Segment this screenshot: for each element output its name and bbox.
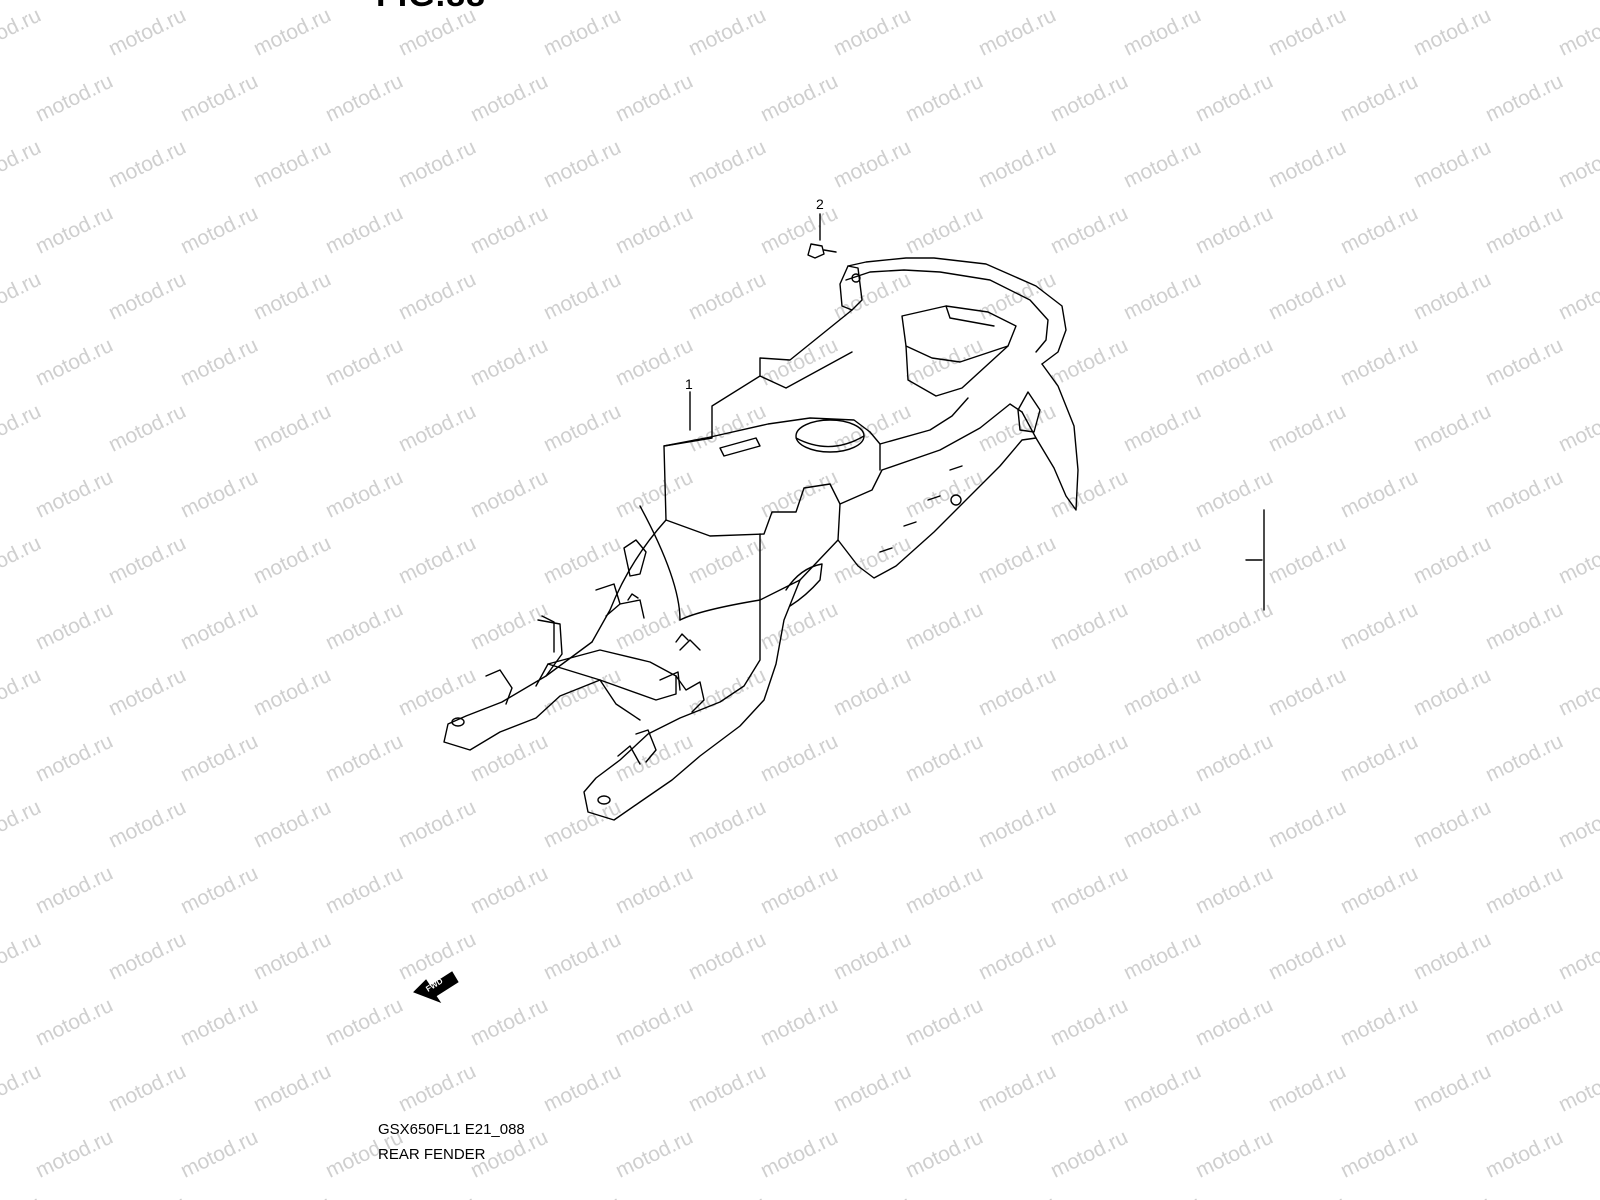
bolt-part	[807, 243, 837, 259]
model-code: GSX650FL1 E21_088	[378, 1121, 525, 1138]
callout-2: 2	[816, 196, 824, 212]
section-title: REAR FENDER	[378, 1146, 486, 1163]
rear-fender-part	[443, 257, 1079, 821]
fwd-arrow-icon: FWD	[413, 971, 459, 1004]
callout-1: 1	[685, 376, 693, 392]
figure-title: FIG.88	[376, 0, 486, 15]
